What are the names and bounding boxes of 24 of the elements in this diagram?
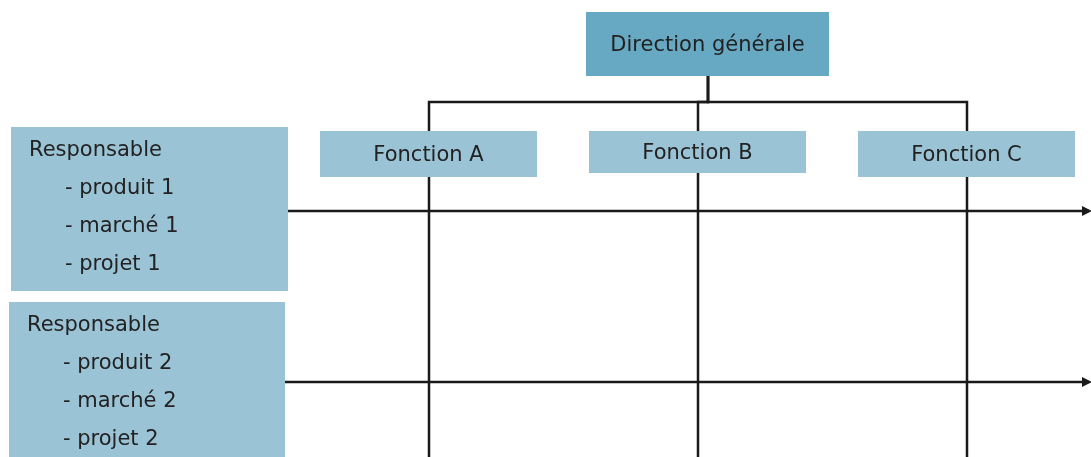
connector-line [696,173,700,457]
list-item: - projet 1 [65,251,161,275]
connector-line [427,177,431,457]
connector-line [965,177,969,457]
box-label: Fonction B [642,140,753,164]
connector-line [706,76,969,131]
box-label: Direction générale [610,32,805,56]
org-box [11,127,288,291]
box-label: Fonction C [911,142,1022,166]
list-item: - produit 1 [65,175,175,199]
list-item: - marché 2 [63,388,177,412]
arrow [288,206,1091,216]
arrow [285,377,1091,387]
list-item: - marché 1 [65,213,179,237]
box-heading: Responsable [29,137,162,161]
list-item: - produit 2 [63,350,173,374]
org-box [858,131,1075,177]
org-box [586,12,829,76]
org-box [589,131,806,173]
box-heading: Responsable [27,312,160,336]
list-item: - projet 2 [63,426,159,450]
box-label: Fonction A [373,142,484,166]
org-box [9,302,285,457]
org-box [320,131,537,177]
